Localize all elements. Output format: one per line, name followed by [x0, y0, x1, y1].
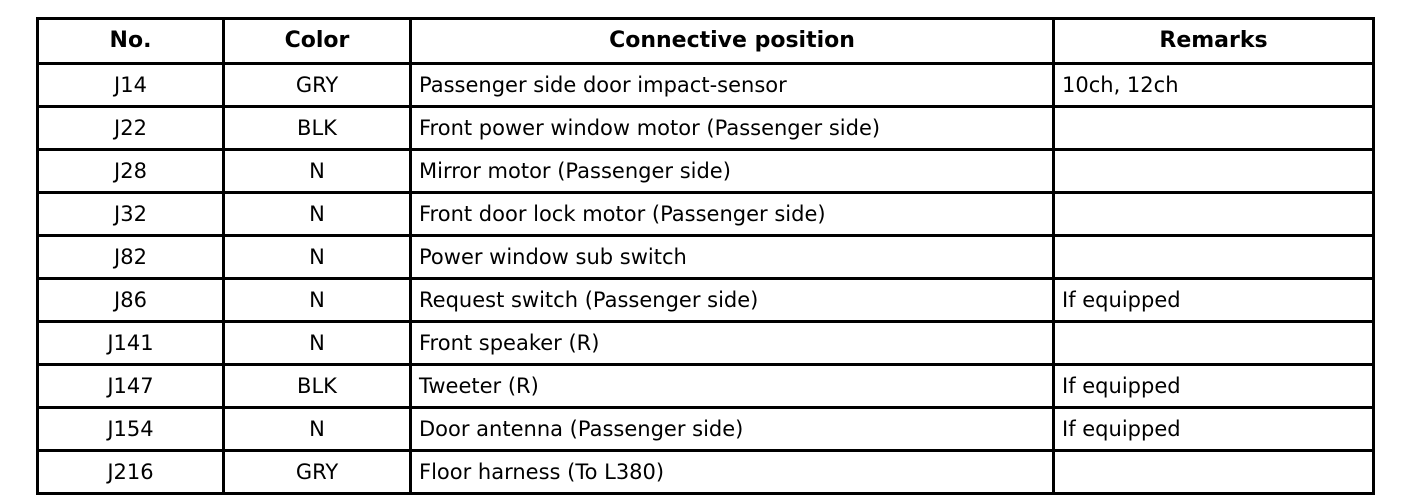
cell-color: N: [222, 406, 412, 452]
cell-no: J28: [36, 148, 225, 194]
column-header-color: Color: [222, 17, 412, 65]
cell-no: J14: [36, 62, 225, 108]
cell-position: Door antenna (Passenger side): [409, 406, 1055, 452]
cell-color: BLK: [222, 363, 412, 409]
cell-remarks: [1052, 148, 1375, 194]
cell-position: Front speaker (R): [409, 320, 1055, 366]
cell-remarks: [1052, 320, 1375, 366]
cell-color: N: [222, 148, 412, 194]
cell-color: BLK: [222, 105, 412, 151]
table-header: No. Color Connective position Remarks: [36, 17, 1375, 65]
cell-position: Request switch (Passenger side): [409, 277, 1055, 323]
cell-remarks: If equipped: [1052, 406, 1375, 452]
connector-table: No. Color Connective position Remarks J1…: [36, 17, 1375, 495]
cell-color: N: [222, 191, 412, 237]
cell-no: J154: [36, 406, 225, 452]
column-header-remarks: Remarks: [1052, 17, 1375, 65]
cell-remarks: [1052, 191, 1375, 237]
cell-remarks: [1052, 105, 1375, 151]
cell-no: J22: [36, 105, 225, 151]
cell-position: Front power window motor (Passenger side…: [409, 105, 1055, 151]
cell-color: N: [222, 320, 412, 366]
cell-remarks: 10ch, 12ch: [1052, 62, 1375, 108]
column-header-no: No.: [36, 17, 225, 65]
cell-no: J147: [36, 363, 225, 409]
cell-position: Passenger side door impact-sensor: [409, 62, 1055, 108]
cell-color: N: [222, 234, 412, 280]
cell-remarks: If equipped: [1052, 363, 1375, 409]
cell-no: J86: [36, 277, 225, 323]
cell-position: Mirror motor (Passenger side): [409, 148, 1055, 194]
cell-position: Floor harness (To L380): [409, 449, 1055, 495]
cell-no: J32: [36, 191, 225, 237]
cell-remarks: If equipped: [1052, 277, 1375, 323]
cell-color: N: [222, 277, 412, 323]
cell-no: J141: [36, 320, 225, 366]
cell-no: J82: [36, 234, 225, 280]
cell-color: GRY: [222, 449, 412, 495]
cell-remarks: [1052, 234, 1375, 280]
table-header-row: No. Color Connective position Remarks: [36, 17, 1375, 65]
cell-remarks: [1052, 449, 1375, 495]
connector-table-container: No. Color Connective position Remarks J1…: [36, 17, 1375, 495]
cell-position: Power window sub switch: [409, 234, 1055, 280]
cell-no: J216: [36, 449, 225, 495]
cell-position: Tweeter (R): [409, 363, 1055, 409]
cell-position: Front door lock motor (Passenger side): [409, 191, 1055, 237]
cell-color: GRY: [222, 62, 412, 108]
column-header-position: Connective position: [409, 17, 1055, 65]
